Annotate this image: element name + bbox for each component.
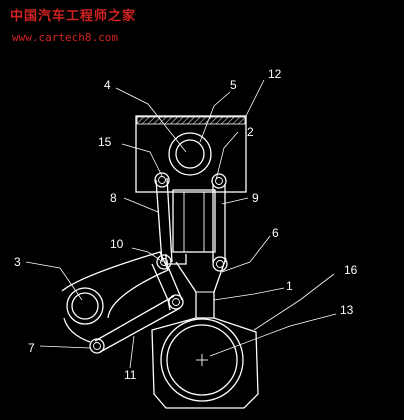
watermark-url: www.cartech8.com — [12, 31, 118, 44]
pivot-pin-15 — [154, 172, 170, 188]
connecting-rod — [165, 254, 227, 318]
label-13: 13 — [340, 303, 354, 317]
label-12: 12 — [268, 67, 282, 81]
label-2: 2 — [247, 125, 254, 139]
label-15: 15 — [98, 135, 112, 149]
label-4: 4 — [104, 78, 111, 92]
label-8: 8 — [110, 191, 117, 205]
crank-arm-10 — [61, 251, 169, 343]
link-11 — [89, 294, 184, 354]
label-11: 11 — [124, 368, 137, 382]
leader-lines — [25, 79, 337, 369]
label-6: 6 — [272, 226, 279, 240]
piston — [135, 115, 247, 193]
label-7: 7 — [28, 341, 35, 355]
pivot-right-middle — [212, 256, 228, 272]
label-10: 10 — [110, 237, 124, 251]
guide-block — [172, 189, 216, 253]
watermark-title: 中国汽车工程师之家 — [10, 8, 136, 24]
pivot-left-middle — [156, 254, 172, 270]
link-8 — [155, 177, 173, 263]
pin-3 — [66, 287, 104, 325]
label-9: 9 — [252, 191, 259, 205]
pivot-pin-2 — [211, 173, 227, 189]
label-5: 5 — [230, 78, 237, 92]
label-3: 3 — [14, 255, 21, 269]
label-16: 16 — [344, 263, 358, 277]
link-9 — [212, 184, 226, 262]
crank-big-end — [151, 317, 259, 409]
label-1: 1 — [286, 279, 293, 293]
